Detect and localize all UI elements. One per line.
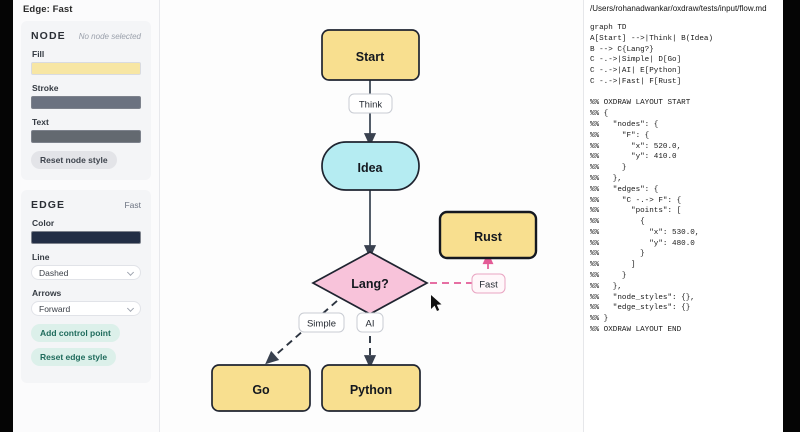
diagram-canvas[interactable]: Start Idea Lang? Rust Go Python (160, 0, 583, 432)
edge-label-ai[interactable]: AI (356, 312, 384, 333)
node-stroke-label: Stroke (32, 83, 59, 93)
edge-label-fast[interactable]: Fast (471, 273, 506, 294)
edge-line-value: Dashed (39, 267, 69, 278)
chevron-down-icon (126, 304, 135, 312)
node-rust[interactable]: Rust (438, 210, 538, 260)
node-idea-label: Idea (357, 161, 383, 175)
node-fill-label: Fill (32, 49, 45, 59)
edge-color-swatch[interactable] (31, 231, 141, 244)
mermaid-source-text: graph TD A[Start] -->|Think| B(Idea) B -… (590, 24, 714, 334)
file-path-label: /Users/rohanadwankar/oxdraw/tests/input/… (590, 4, 767, 13)
node-lang-decision[interactable]: Lang? (311, 251, 429, 315)
node-style-panel: NODE No node selected Fill Stroke Text R… (21, 21, 151, 180)
add-control-point-button[interactable]: Add control point (31, 324, 120, 342)
edge-label-think[interactable]: Think (348, 93, 393, 114)
node-text-label: Text (32, 117, 49, 127)
node-start[interactable]: Start (321, 29, 420, 81)
edge-label-simple-text: Simple (307, 319, 336, 330)
chevron-down-icon (126, 268, 135, 276)
edge-panel-header: EDGE Fast (31, 199, 141, 211)
edge-arrows-label: Arrows (32, 288, 62, 298)
node-rust-label: Rust (474, 230, 503, 244)
node-panel-header: NODE No node selected (31, 30, 141, 42)
window-chrome-right (783, 0, 800, 432)
edge-style-panel: EDGE Fast Color Line Dashed Arrows Forwa… (21, 190, 151, 383)
reset-edge-style-button[interactable]: Reset edge style (31, 348, 117, 366)
node-go[interactable]: Go (211, 364, 311, 412)
window-chrome-left (0, 0, 13, 432)
node-selection-status: No node selected (78, 32, 141, 41)
edge-line-label: Line (32, 252, 50, 262)
reset-node-style-button[interactable]: Reset node style (31, 151, 117, 169)
edge-label-ai-text: AI (366, 319, 375, 330)
edge-line-select[interactable]: Dashed (31, 265, 141, 280)
edge-selection-status: Fast (124, 200, 141, 210)
mouse-cursor (431, 295, 442, 311)
edge-c-to-f-fast[interactable] (406, 252, 494, 284)
node-stroke-swatch[interactable] (31, 96, 141, 109)
node-idea[interactable]: Idea (321, 141, 420, 191)
edge-label-fast-text: Fast (479, 280, 498, 291)
edge-color-label: Color (32, 218, 55, 228)
node-python[interactable]: Python (321, 364, 421, 412)
node-panel-title: NODE (31, 30, 66, 42)
node-start-label: Start (356, 50, 385, 64)
style-sidebar: Edge: Fast NODE No node selected Fill St… (13, 0, 160, 432)
node-lang-label: Lang? (351, 277, 389, 291)
edge-arrows-value: Forward (39, 303, 71, 314)
edge-panel-title: EDGE (31, 199, 66, 211)
node-python-label: Python (350, 383, 392, 397)
edge-label-think-text: Think (359, 100, 382, 111)
edge-label-simple[interactable]: Simple (298, 312, 345, 333)
node-go-label: Go (252, 383, 270, 397)
status-bar: Edge: Fast (23, 4, 73, 15)
node-fill-swatch[interactable] (31, 62, 141, 75)
source-code-panel[interactable]: /Users/rohanadwankar/oxdraw/tests/input/… (583, 0, 783, 432)
edge-arrows-select[interactable]: Forward (31, 301, 141, 316)
node-text-swatch[interactable] (31, 130, 141, 143)
